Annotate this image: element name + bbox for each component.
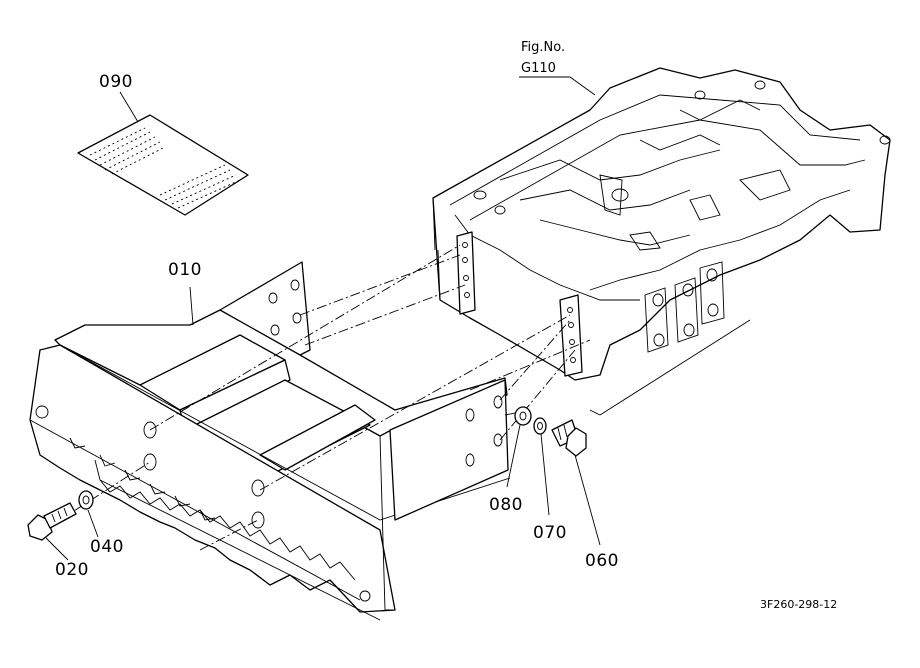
leader-060: [574, 454, 601, 546]
lock-washer-070: [533, 417, 547, 435]
washer-080: [514, 406, 532, 426]
washer-040: [78, 490, 94, 510]
leader-090: [119, 91, 139, 123]
leader-080: [506, 424, 521, 488]
alignment-lines: [59, 244, 591, 551]
label-card-090: [77, 114, 249, 216]
part-label-010: 010: [168, 260, 202, 280]
leader-020: [45, 537, 69, 561]
drawing-code: 3F260-298-12: [760, 598, 838, 611]
part-label-040: 040: [90, 537, 124, 557]
part-label-020: 020: [55, 560, 89, 580]
part-label-080: 080: [489, 495, 523, 515]
figure-ref-leader: [519, 76, 596, 96]
part-label-090: 090: [99, 72, 133, 92]
part-label-060: 060: [585, 551, 619, 571]
bolt-060: [551, 419, 587, 457]
figure-ref-number: G110: [521, 61, 556, 76]
leader-070: [540, 433, 550, 516]
front-bracket-010: [29, 261, 511, 621]
leader-040: [87, 509, 99, 538]
figure-ref-label: Fig.No.: [521, 40, 566, 55]
leader-010: [189, 286, 194, 326]
bolt-020: [27, 502, 77, 541]
transmission-case: [432, 67, 891, 416]
part-label-070: 070: [533, 523, 567, 543]
